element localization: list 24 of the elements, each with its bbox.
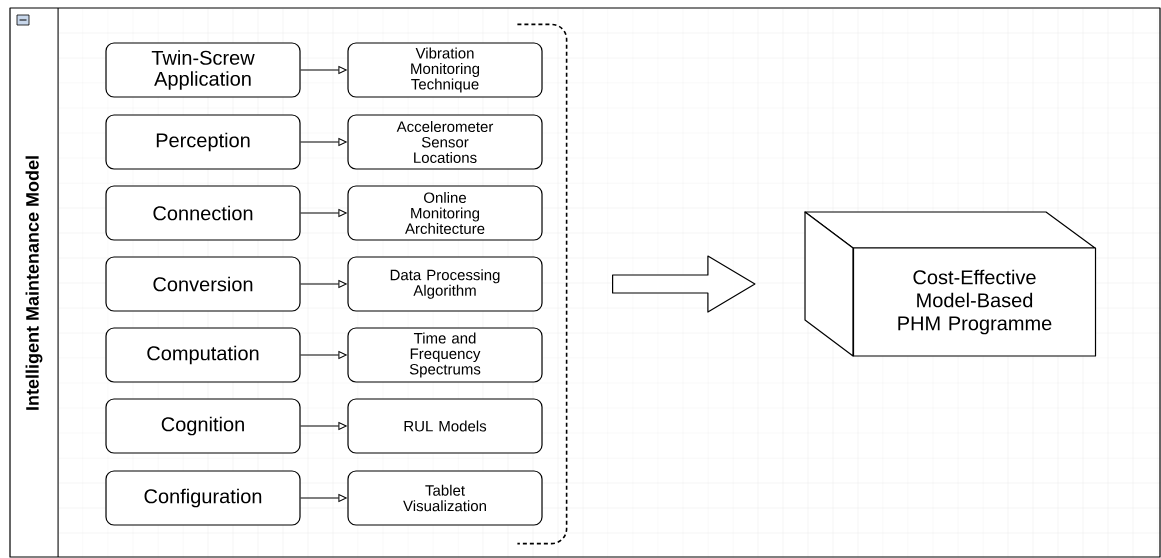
detail-box: Accelerometer Sensor Locations (347, 114, 543, 170)
process-box: Configuration (105, 470, 301, 526)
arrow (300, 494, 347, 502)
arrow (300, 66, 347, 74)
detail-box: Tablet Visualization (347, 470, 543, 526)
process-box: Cognition (105, 398, 301, 454)
process-box: Connection (105, 185, 301, 241)
detail-box: Vibration Monitoring Technique (347, 42, 543, 98)
detail-box: Time and Frequency Spectrums (347, 327, 543, 383)
process-box: Computation (105, 327, 301, 383)
detail-box: Online Monitoring Architecture (347, 185, 543, 241)
dashed-bracket (516, 23, 568, 545)
arrow (300, 280, 347, 288)
cube-box: Cost-Effective Model-Based PHM Programme (804, 211, 1097, 357)
process-box: Perception (105, 114, 301, 170)
detail-box: RUL Models (347, 398, 543, 454)
block-arrow (612, 255, 756, 313)
arrow (300, 138, 347, 146)
arrow (300, 351, 347, 359)
process-box: Conversion (105, 256, 301, 312)
arrow (300, 209, 347, 217)
detail-box: Data Processing Algorithm (347, 256, 543, 312)
process-box: Twin-Screw Application (105, 42, 301, 98)
arrow (300, 422, 347, 430)
